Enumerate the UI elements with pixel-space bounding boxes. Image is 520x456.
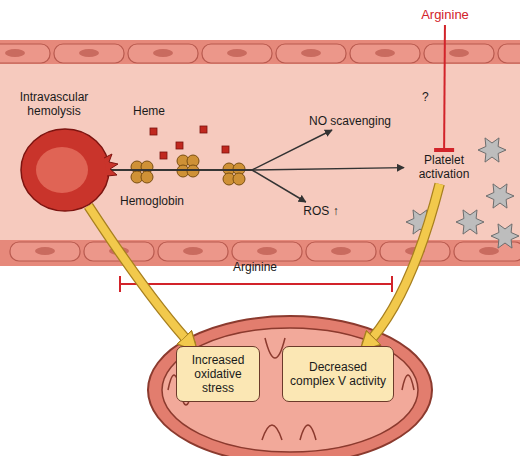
connector-outline: [88, 206, 192, 346]
cell-nucleus: [35, 247, 55, 255]
cell-nucleus: [153, 49, 173, 57]
heme-square: [160, 152, 167, 159]
endothelium: [0, 44, 520, 261]
erythrocyte: [21, 129, 109, 211]
endothelial-cell: [0, 44, 50, 63]
mitochondrial-effect-box: Decreased complex V activity: [282, 346, 394, 402]
cell-nucleus: [109, 247, 129, 255]
connector: [110, 130, 332, 170]
inhibition-bracket: [120, 283, 392, 285]
process-label: NO scavenging: [302, 112, 398, 130]
endothelial-cell: [232, 242, 302, 261]
treatment-label: Arginine: [416, 5, 474, 25]
heme-square: [222, 146, 229, 153]
endothelial-cell: [424, 44, 494, 63]
process-label: Platelet activation: [404, 150, 484, 184]
cell-nucleus: [227, 49, 247, 57]
cell-nucleus: [405, 247, 425, 255]
membrane-rupture: [104, 154, 118, 176]
mitochondrion-outer: [148, 316, 432, 456]
endothelial-cell: [54, 44, 124, 63]
hemoglobin-subunit: [141, 171, 153, 183]
endothelial-cell: [380, 242, 450, 261]
cell-nucleus: [5, 49, 25, 57]
connector: [365, 184, 439, 346]
platelet: [456, 210, 484, 234]
node-text: Intravascular hemolysis: [2, 90, 106, 118]
endothelial-cell: [276, 44, 346, 63]
cell-outline: [20, 128, 110, 212]
mitochondrial-effect-box: Increased oxidative stress: [176, 346, 260, 402]
platelet: [478, 138, 506, 162]
bracket-end: [391, 276, 393, 292]
node-text: Platelet activation: [404, 153, 484, 181]
erythrocyte-center: [36, 147, 88, 193]
vessel-lumen: [0, 64, 520, 240]
cell-nucleus: [449, 49, 469, 57]
red-blood-cell: Intravascular hemolysis: [20, 128, 110, 212]
cristae: [168, 338, 414, 440]
process-label: ROS ↑: [298, 202, 344, 220]
hemoglobin-group: [131, 155, 245, 185]
node-text: NO scavenging: [309, 114, 391, 128]
endothelial-cell: [84, 242, 154, 261]
molecule-label: Hemoglobin: [110, 194, 194, 208]
heme-square: [176, 142, 183, 149]
endothelial-cell: [128, 44, 198, 63]
molecule-label: Heme: [124, 104, 174, 118]
connector: [110, 168, 404, 170]
platelet: [406, 210, 434, 234]
hemoglobin-subunit: [187, 165, 199, 177]
endothelial-cell: [202, 44, 272, 63]
heme-square: [200, 126, 207, 133]
platelet: [486, 184, 514, 208]
node-text: Arginine: [421, 8, 469, 22]
bracket-end: [119, 276, 121, 292]
heme-square: [150, 128, 157, 135]
cell-nucleus: [79, 49, 99, 57]
node-text: Increased oxidative stress: [181, 353, 255, 395]
cell-nucleus: [257, 247, 277, 255]
cell-nucleus: [375, 49, 395, 57]
heme-group: [150, 126, 229, 159]
endothelial-cell: [498, 44, 520, 63]
hemoglobin-subunit: [233, 173, 245, 185]
mitochondrion-inner: [162, 328, 418, 452]
platelet: [491, 224, 519, 248]
vessel-wall: [0, 40, 520, 266]
treatment-label: Arginine: [205, 260, 305, 274]
connector: [88, 206, 192, 346]
node-text: ROS ↑: [303, 204, 338, 218]
connector: [443, 25, 446, 150]
edge-label: ?: [422, 90, 429, 104]
endothelial-cell: [10, 242, 80, 261]
node-text: Decreased complex V activity: [287, 360, 389, 388]
endothelial-cell: [350, 44, 420, 63]
cell-nucleus: [183, 247, 203, 255]
cell-nucleus: [301, 49, 321, 57]
cell-nucleus: [479, 247, 499, 255]
endothelial-cell: [306, 242, 376, 261]
endothelial-cell: [158, 242, 228, 261]
connector-outline: [365, 184, 439, 346]
cell-nucleus: [331, 247, 351, 255]
